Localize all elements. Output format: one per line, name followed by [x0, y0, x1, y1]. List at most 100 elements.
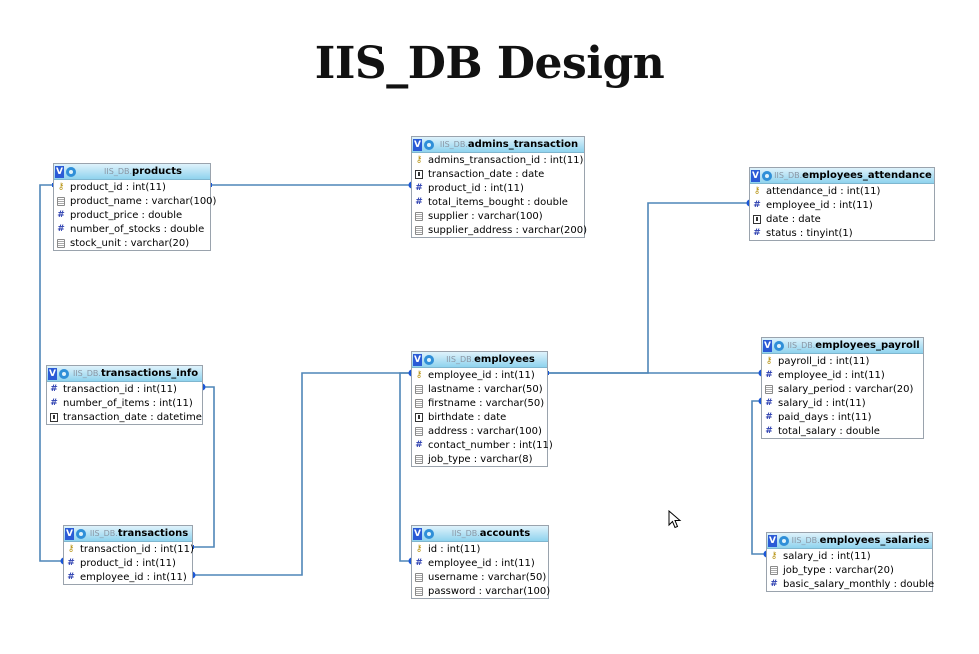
gear-icon[interactable] [424, 354, 434, 365]
column-row[interactable]: ⚷payroll_id : int(11) [762, 354, 923, 368]
view-icon[interactable]: V [768, 534, 777, 547]
key-icon: ⚷ [415, 370, 423, 380]
column-row[interactable]: date : date [750, 212, 934, 226]
text-icon [770, 565, 778, 575]
column-row[interactable]: address : varchar(100) [412, 424, 547, 438]
column-text: product_id : int(11) [70, 181, 166, 193]
number-icon: # [67, 558, 75, 568]
column-text: total_salary : double [778, 425, 880, 437]
column-row[interactable]: product_name : varchar(100) [54, 194, 216, 208]
column-text: attendance_id : int(11) [766, 185, 881, 197]
column-row[interactable]: job_type : varchar(20) [767, 563, 932, 577]
column-row[interactable]: ⚷admins_transaction_id : int(11) [412, 153, 584, 167]
table-title: employees_salaries [819, 535, 930, 546]
column-row[interactable]: #employee_id : int(11) [762, 368, 923, 382]
gear-icon[interactable] [774, 340, 784, 351]
gear-icon[interactable] [424, 139, 434, 150]
table-name: IIS_DB.accounts [434, 528, 548, 539]
db-prefix: IIS_DB. [787, 341, 816, 350]
table-transactions[interactable]: V IIS_DB.transactions ⚷transaction_id : in… [63, 525, 194, 585]
column-row[interactable]: #employee_id : int(11) [64, 570, 192, 584]
column-row[interactable]: transaction_date : datetime [47, 410, 202, 424]
column-row[interactable]: ⚷salary_id : int(11) [767, 549, 932, 563]
gear-icon[interactable] [59, 368, 69, 379]
view-icon[interactable]: V [413, 138, 422, 151]
column-row[interactable]: job_type : varchar(8) [412, 452, 547, 466]
column-row[interactable]: #transaction_id : int(11) [47, 382, 202, 396]
view-icon[interactable]: V [48, 367, 57, 380]
text-icon [415, 384, 423, 394]
column-row[interactable]: #employee_id : int(11) [412, 556, 548, 570]
column-row[interactable]: ⚷transaction_id : int(11) [64, 542, 194, 556]
column-row[interactable]: ⚷product_id : int(11) [54, 180, 210, 194]
column-row[interactable]: #product_id : int(11) [64, 556, 192, 570]
column-row[interactable]: lastname : varchar(50) [412, 382, 547, 396]
column-row[interactable]: #salary_id : int(11) [762, 396, 923, 410]
column-text: basic_salary_monthly : double [783, 578, 935, 590]
gear-icon[interactable] [762, 170, 772, 181]
view-icon[interactable]: V [413, 527, 422, 540]
column-row[interactable]: #total_salary : double [762, 424, 923, 438]
view-icon[interactable]: V [55, 165, 64, 178]
column-row[interactable]: #number_of_stocks : double [54, 222, 210, 236]
column-row[interactable]: supplier : varchar(100) [412, 209, 584, 223]
table-name: IIS_DB.transactions [86, 528, 192, 539]
column-row[interactable]: #status : tinyint(1) [750, 226, 934, 240]
view-icon[interactable]: V [65, 527, 74, 540]
column-row[interactable]: #product_price : double [54, 208, 210, 222]
column-row[interactable]: #paid_days : int(11) [762, 410, 923, 424]
column-text: address : varchar(100) [428, 425, 542, 437]
column-row[interactable]: #basic_salary_monthly : double [767, 577, 935, 591]
column-row[interactable]: #employee_id : int(11) [750, 198, 934, 212]
view-icon[interactable]: V [413, 353, 422, 366]
column-row[interactable]: #product_id : int(11) [412, 181, 584, 195]
column-row[interactable]: birthdate : date [412, 410, 547, 424]
column-text: contact_number : int(11) [428, 439, 553, 451]
gear-icon[interactable] [779, 535, 789, 546]
column-text: number_of_stocks : double [70, 223, 205, 235]
column-row[interactable]: username : varchar(50) [412, 570, 548, 584]
column-row[interactable]: transaction_date : date [412, 167, 584, 181]
column-row[interactable]: supplier_address : varchar(200) [412, 223, 587, 237]
rel-employees-accounts [399, 372, 412, 562]
number-icon: # [415, 197, 423, 207]
table-header[interactable]: V IIS_DB.accounts [412, 526, 548, 542]
table-accounts[interactable]: V IIS_DB.accounts ⚷id : int(11)#employee_i… [411, 525, 550, 599]
column-row[interactable]: ⚷attendance_id : int(11) [750, 184, 934, 198]
view-icon[interactable]: V [751, 169, 760, 182]
column-text: product_price : double [70, 209, 183, 221]
column-row[interactable]: stock_unit : varchar(20) [54, 236, 210, 250]
gear-icon[interactable] [76, 528, 86, 539]
gear-icon[interactable] [66, 166, 76, 177]
column-row[interactable]: ⚷id : int(11) [412, 542, 548, 556]
column-row[interactable]: #total_items_bought : double [412, 195, 584, 209]
column-row[interactable]: #number_of_items : int(11) [47, 396, 202, 410]
column-row[interactable]: #contact_number : int(11) [412, 438, 553, 452]
gear-icon[interactable] [424, 528, 434, 539]
column-row[interactable]: salary_period : varchar(20) [762, 382, 923, 396]
text-icon [415, 586, 423, 596]
number-icon: # [415, 183, 423, 193]
column-text: salary_id : int(11) [778, 397, 866, 409]
column-row[interactable]: firstname : varchar(50) [412, 396, 547, 410]
column-row[interactable]: password : varchar(100) [412, 584, 550, 598]
table-header[interactable]: V IIS_DB.transactions [64, 526, 192, 542]
text-icon [415, 454, 423, 464]
column-row[interactable]: ⚷employee_id : int(11) [412, 368, 547, 382]
view-icon[interactable]: V [763, 339, 772, 352]
rel-employees-transactions [192, 372, 412, 576]
